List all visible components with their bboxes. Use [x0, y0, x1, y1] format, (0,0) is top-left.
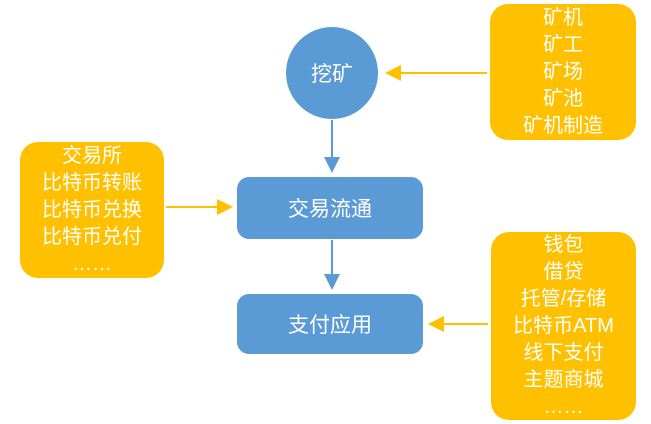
list-item: 主题商城	[523, 368, 604, 391]
node-mining-label: 挖矿	[311, 63, 353, 86]
list-item: 矿池	[543, 87, 583, 110]
list-item: 交易所	[62, 144, 122, 167]
list-item: 钱包	[543, 233, 584, 256]
node-payment-label: 支付应用	[288, 314, 372, 337]
list-item: 比特币兑付	[42, 225, 142, 248]
list-item: 矿场	[543, 60, 583, 83]
node-trading: 交易流通	[237, 177, 423, 239]
list-item: 线下支付	[523, 341, 604, 364]
list-item: 比特币兑换	[42, 198, 142, 221]
node-trading-services: 交易所 比特币转账 比特币兑换 比特币兑付 ……	[20, 142, 164, 278]
list-item: 比特币ATM	[513, 314, 614, 337]
list-item: 比特币转账	[42, 171, 142, 194]
node-mining-suppliers: 矿机 矿工 矿场 矿池 矿机制造	[490, 4, 636, 140]
list-item: 托管/存储	[520, 287, 607, 310]
list-item: 矿机制造	[523, 114, 603, 137]
list-item: ……	[543, 395, 584, 418]
node-mining: 挖矿	[286, 27, 378, 119]
node-trading-label: 交易流通	[288, 198, 372, 221]
list-item: 矿机	[543, 6, 583, 29]
list-item: ……	[72, 252, 112, 275]
list-item: 借贷	[543, 260, 584, 283]
list-item: 矿工	[543, 33, 583, 56]
node-payment-services: 钱包 借贷 托管/存储 比特币ATM 线下支付 主题商城 ……	[491, 232, 636, 420]
node-payment: 支付应用	[237, 294, 423, 354]
